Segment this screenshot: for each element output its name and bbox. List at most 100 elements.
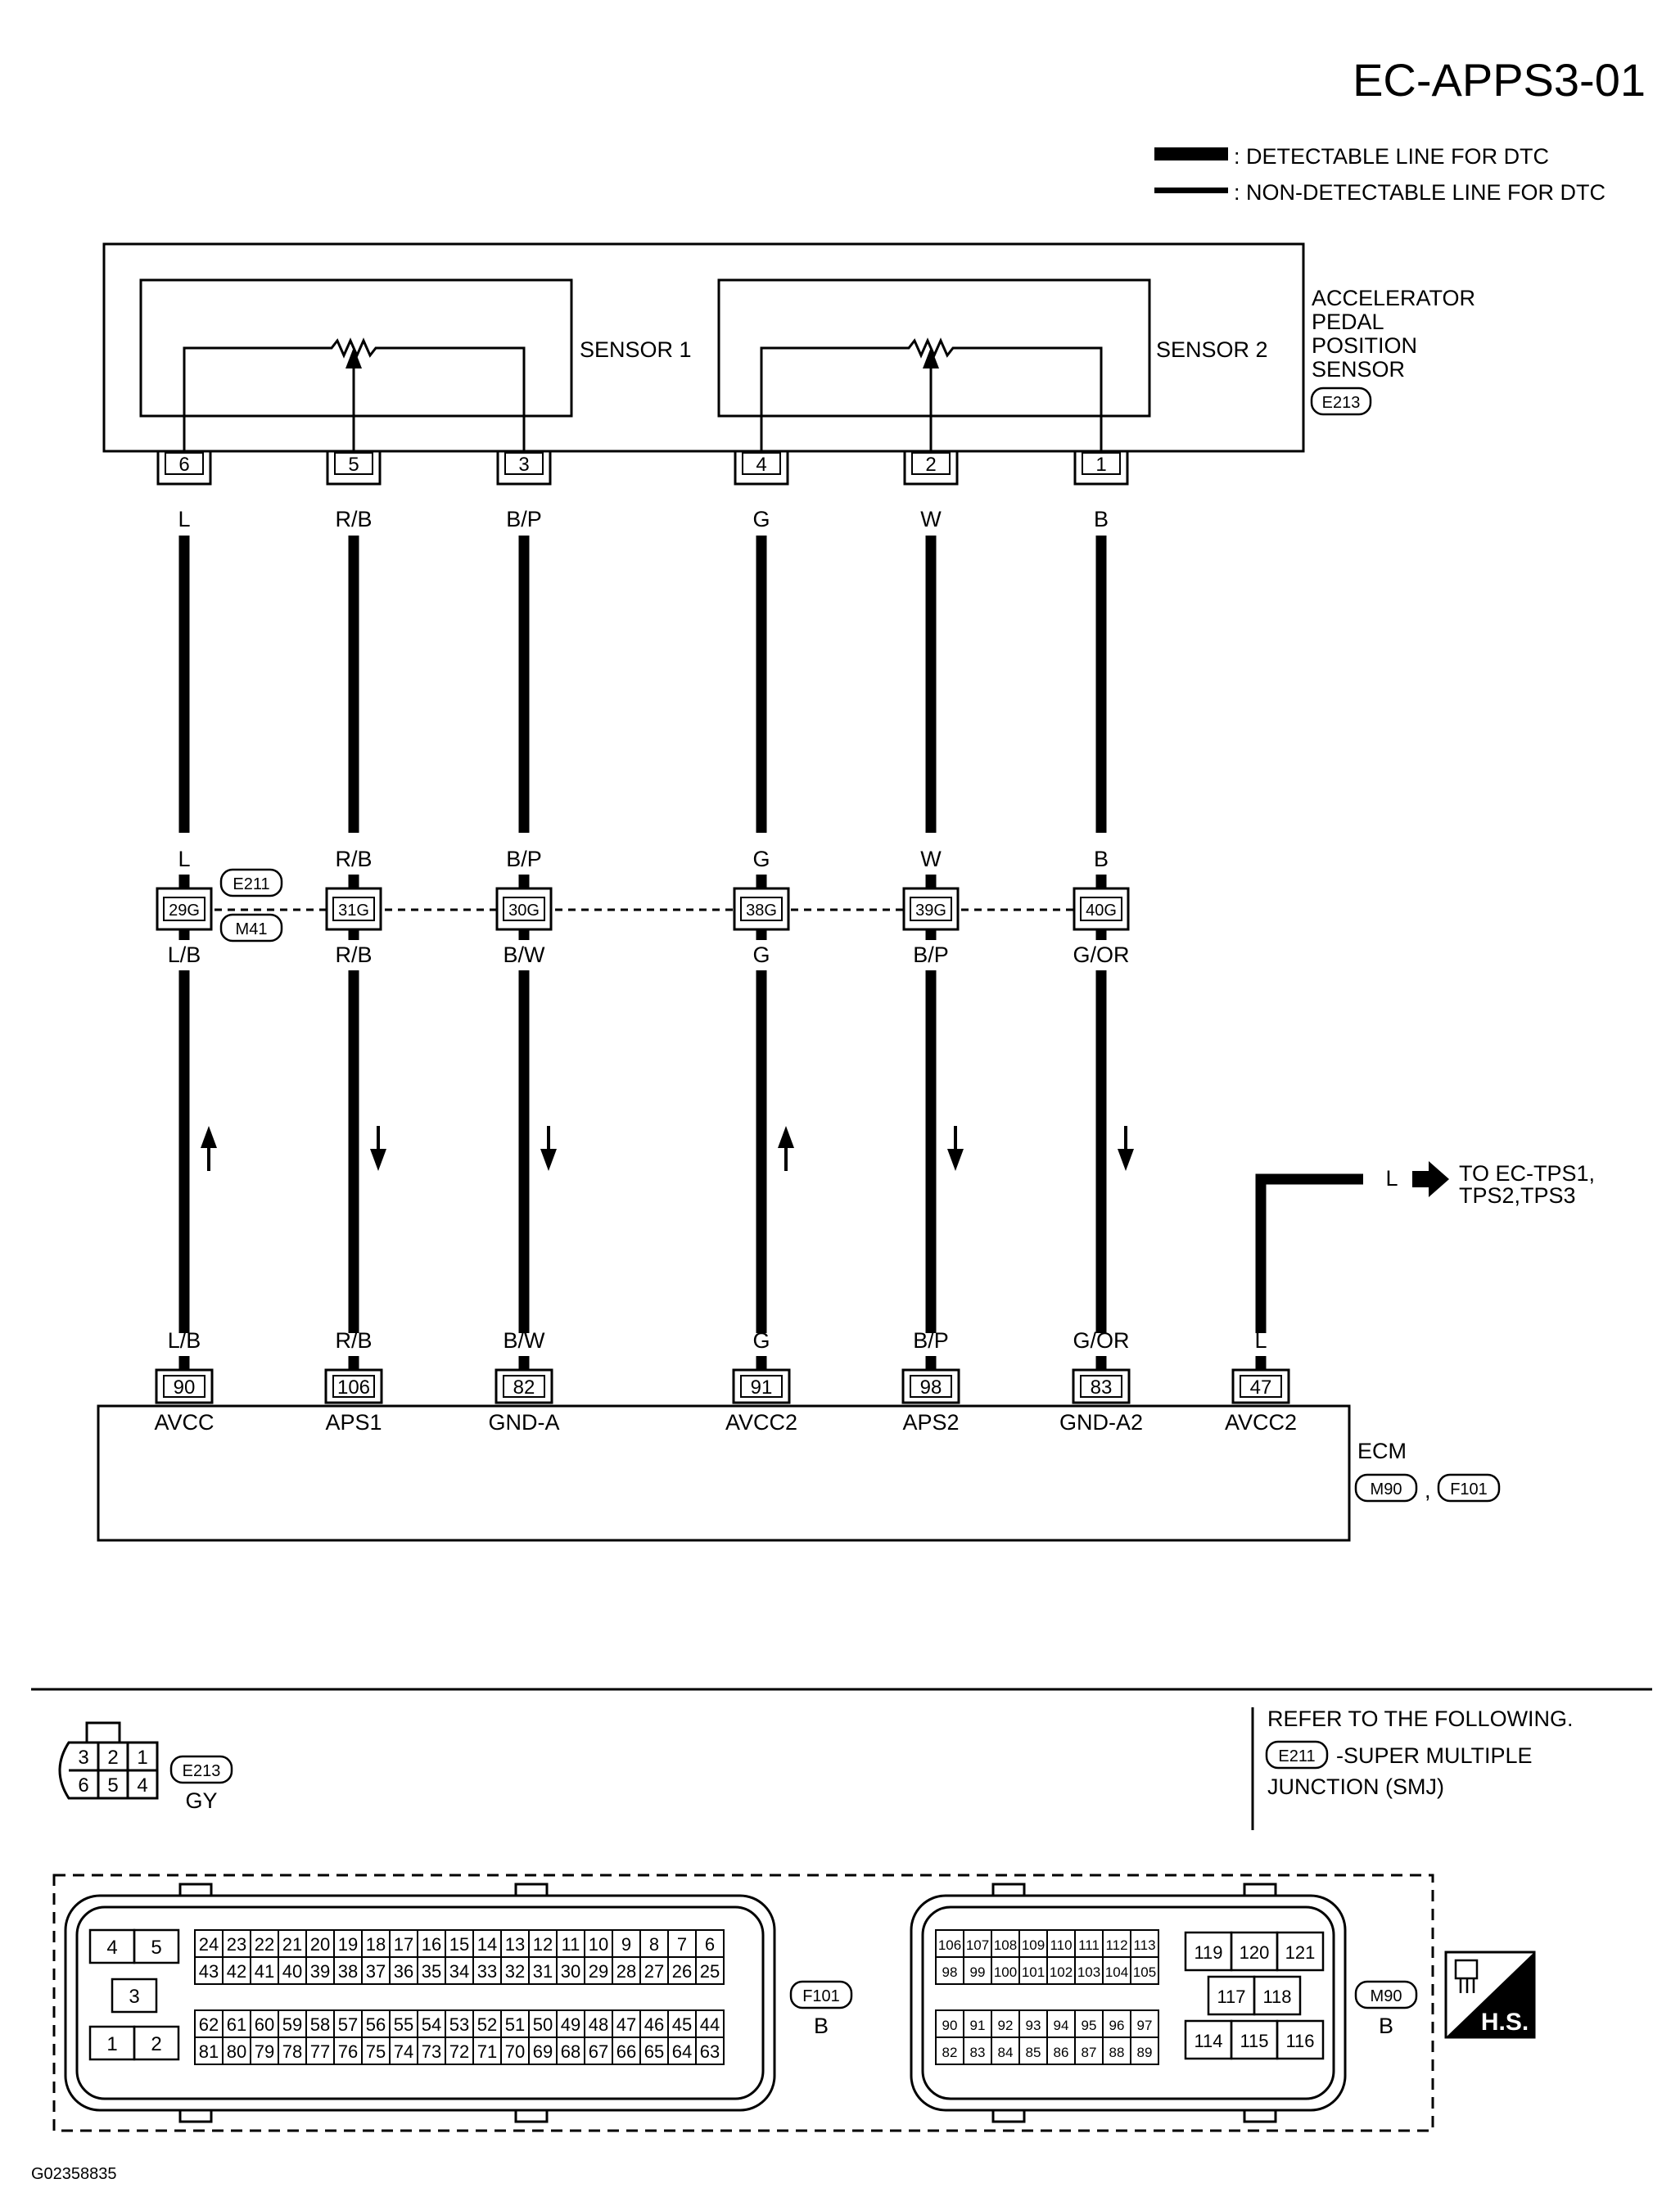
ecm-pin-47: 47 AVCC2 (1225, 1368, 1297, 1435)
wire-2-junction-pin-box (332, 897, 375, 921)
wire-2-sensor-pin: 5 (348, 454, 359, 476)
e213-face-conn-label: E213 (183, 1762, 221, 1780)
wire-3-ecm-label: GND-A (489, 1410, 560, 1435)
m90-pin-label: 106 (938, 1937, 961, 1953)
wire-6-junction-top-color: B (1094, 847, 1109, 871)
f101-pin-label: 81 (199, 2041, 219, 2062)
wire-4-ecm-pin-box (740, 1375, 783, 1398)
f101-pin-label: 13 (505, 1934, 525, 1955)
refer-conn-label: E211 (1278, 1747, 1315, 1765)
sensor-unit-name-line4: SENSOR (1312, 357, 1405, 382)
m90-right-pin-label: 116 (1285, 2031, 1314, 2051)
wire-6-junction-bottom-color: G/OR (1073, 943, 1129, 967)
sensor1-box (139, 278, 573, 418)
wire-4-junction-bottom-color: G (752, 943, 770, 967)
f101-pin-label: 35 (422, 1961, 441, 1982)
junction-conn-e211-label: E211 (233, 875, 269, 893)
wire-2-ecm-pin: 106 (337, 1376, 370, 1399)
f101-pin-label: 68 (561, 2041, 580, 2062)
m90-right-pin-cell (1276, 1931, 1325, 1972)
f101-pin-label: 67 (589, 2041, 608, 2062)
f101-pin-label: 60 (255, 2014, 274, 2035)
wire-2-ecm-color: R/B (335, 1328, 372, 1353)
f101-pin-label: 69 (533, 2041, 553, 2062)
m90-face-tab-bottom-right (1243, 2109, 1277, 2123)
ecm-box (97, 1404, 1351, 1542)
wire-3-junction-pin: 30G (508, 902, 540, 920)
extra-wire-dest-arrow (1412, 1161, 1449, 1197)
wire-6-ecm-label: GND-A2 (1059, 1410, 1143, 1435)
f101-pin-label: 41 (255, 1961, 274, 1982)
f101-pin-label: 30 (561, 1961, 580, 1982)
wire-5-ecm-pin-box (910, 1375, 952, 1398)
wire-1-sensor-pin: 6 (178, 454, 189, 476)
m90-right-pin-cell (1253, 1975, 1302, 2016)
m90-pin-label: 92 (998, 2018, 1014, 2033)
f101-pin-label: 70 (505, 2041, 525, 2062)
e213-connector-face: 3 2 1 6 5 4 E213 GY (58, 1721, 233, 1813)
wire-5-junction-bottom-color: B/P (913, 943, 949, 967)
m90-pin-label: 95 (1082, 2018, 1097, 2033)
f101-pin-label: 24 (199, 1934, 219, 1955)
wire-6-ecm-color: G/OR (1073, 1328, 1129, 1353)
sensor-unit-name: ACCELERATOR PEDAL POSITION SENSOR (1312, 286, 1475, 382)
wire-5-ecm-color: B/P (913, 1328, 949, 1353)
sensor-unit-name-line2: PEDAL (1312, 310, 1384, 334)
m90-face-outer (910, 1894, 1347, 2112)
wire-1-signal-arrow-up (201, 1126, 217, 1148)
m90-face-inner (921, 1905, 1335, 2100)
m90-pin-label: 87 (1082, 2045, 1097, 2060)
m90-face-tab-top-left (991, 1883, 1026, 1897)
m90-pin-label: 111 (1078, 1937, 1100, 1953)
f101-pin-label: 29 (589, 1961, 608, 1982)
f101-pin-label: 78 (282, 2041, 302, 2062)
m90-pin-label: 102 (1050, 1964, 1073, 1980)
m90-right-pin-label: 115 (1240, 2031, 1268, 2051)
f101-pin-label: 6 (705, 1934, 715, 1955)
f101-pin-label: 64 (672, 2041, 692, 2062)
ecm-conn-f101-badge (1437, 1473, 1501, 1503)
m90-pin-label: 84 (998, 2045, 1014, 2060)
wire-3-ecm-pin-box (503, 1375, 545, 1398)
sensor-unit-box (102, 242, 1305, 453)
wire-5-ecm-pin: 98 (920, 1376, 942, 1399)
f101-pin-label: 51 (505, 2014, 525, 2035)
junction-conn-e211-badge (219, 868, 283, 897)
wire-6-sensor-pin-box (1082, 452, 1121, 475)
f101-pin-label: 62 (199, 2014, 219, 2035)
f101-pin-label: 7 (677, 1934, 687, 1955)
m90-right-pin-label: 114 (1194, 2031, 1222, 2051)
f101-pin-5-label: 5 (151, 1937, 161, 1959)
wire-4-sensor-color: G (752, 507, 770, 531)
f101-pin-label: 34 (449, 1961, 469, 1982)
wire-1-sensor-pin-box (165, 452, 204, 475)
wire-6-junction-pin-box (1080, 897, 1122, 921)
m90-pin-label: 99 (970, 1964, 986, 1980)
m90-pin-label: 103 (1077, 1964, 1100, 1980)
f101-pin-label: 10 (589, 1934, 608, 1955)
wire-6-sensor-pin: 1 (1095, 454, 1106, 476)
sensor2-box (717, 278, 1151, 418)
m90-face-color: B (1379, 2014, 1393, 2038)
f101-pin-label: 76 (338, 2041, 358, 2062)
f101-pin-label: 80 (227, 2041, 246, 2062)
wire-5-sensor-pin-box (911, 452, 951, 475)
f101-pin-3-label: 3 (129, 1986, 139, 2008)
wire-3-sensor-pin: 3 (518, 454, 529, 476)
hs-harness-side-icon: H.S. (1444, 1951, 1536, 2039)
wire-6-ecm-pin-box (1080, 1375, 1122, 1398)
m90-pin-label: 90 (942, 2018, 958, 2033)
m90-pin-label: 94 (1054, 2018, 1069, 2033)
m90-right-pin-label: 121 (1285, 1942, 1316, 1963)
f101-pin-label: 16 (422, 1934, 441, 1955)
m90-right-pin-cell (1276, 2019, 1325, 2060)
m90-pin-label: 108 (994, 1937, 1017, 1953)
wire-4-ecm-color: G (752, 1328, 770, 1353)
wire-2-junction-pin: 31G (338, 902, 369, 920)
e213-pin-2: 2 (107, 1747, 118, 1769)
m90-pin-label: 83 (970, 2045, 986, 2060)
figure-id: G02358835 (31, 2165, 117, 2183)
sensor2-wiper-arrow (923, 347, 939, 368)
f101-pin-5 (133, 1928, 180, 1964)
